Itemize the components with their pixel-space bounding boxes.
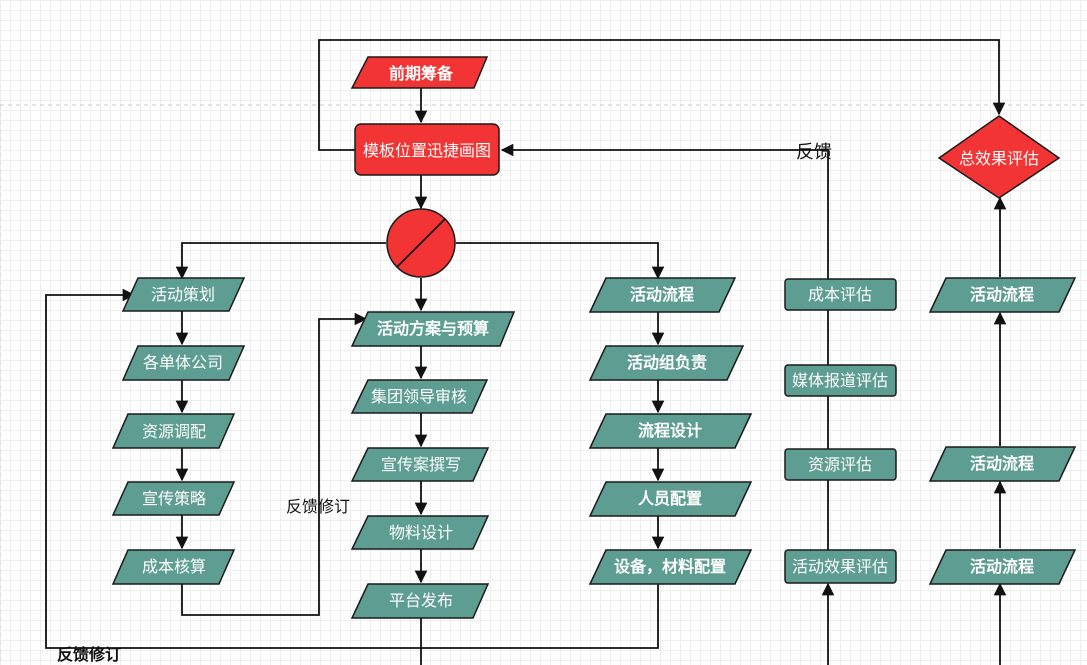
label-feedback-revise-bottom: 反馈修订 (57, 645, 121, 664)
node-right-1[interactable]: 活动组负责 (588, 345, 745, 381)
node-mid-3[interactable]: 物料设计 (350, 515, 490, 550)
node-eval-0[interactable]: 成本评估 (784, 278, 897, 311)
node-eval-1[interactable]: 媒体报道评估 (784, 364, 897, 397)
node-start-label: 前期筹备 (389, 64, 454, 83)
node-mid-2[interactable]: 宣传案撰写 (350, 447, 490, 482)
node-far-0-label: 活动流程 (970, 285, 1034, 304)
node-eval-0-label: 成本评估 (808, 285, 872, 304)
node-mid-1[interactable]: 集团领导审核 (350, 379, 489, 414)
node-left-4-label: 成本核算 (142, 557, 206, 576)
edges (45, 39, 1007, 665)
node-total-evaluation[interactable]: 总效果评估 (937, 115, 1061, 199)
node-far-0[interactable]: 活动流程 (928, 277, 1077, 313)
label-feedback: 反馈 (796, 142, 832, 163)
node-eval-2[interactable]: 资源评估 (784, 448, 897, 481)
node-right-4[interactable]: 设备，材料配置 (588, 549, 753, 585)
node-mid-0-label: 活动方案与预算 (377, 319, 489, 338)
node-left-2-label: 资源调配 (142, 422, 206, 441)
node-mid-4[interactable]: 平台发布 (350, 583, 490, 619)
edge-bottom-feedback (45, 288, 659, 649)
node-right-1-label: 活动组负责 (627, 353, 707, 372)
node-template[interactable]: 模板位置迅捷画图 (354, 123, 500, 176)
node-left-1-label: 各单体公司 (143, 353, 223, 372)
node-right-4-label: 设备，材料配置 (614, 557, 726, 576)
node-far-2[interactable]: 活动流程 (928, 549, 1077, 585)
node-template-label: 模板位置迅捷画图 (363, 141, 491, 160)
node-far-1[interactable]: 活动流程 (928, 446, 1077, 482)
junction-circle[interactable] (386, 208, 456, 278)
node-total-evaluation-label: 总效果评估 (959, 149, 1039, 168)
node-left-3-label: 宣传策略 (142, 489, 206, 508)
node-right-0[interactable]: 活动流程 (588, 277, 737, 313)
label-feedback-revise-middle: 反馈修订 (286, 497, 350, 516)
node-left-0[interactable]: 活动策划 (121, 277, 246, 312)
node-right-3-label: 人员配置 (638, 489, 702, 508)
edge-junction-left (175, 242, 386, 280)
node-mid-0[interactable]: 活动方案与预算 (350, 311, 516, 347)
node-eval-2-label: 资源评估 (808, 455, 872, 474)
node-left-3[interactable]: 宣传策略 (111, 481, 236, 516)
node-mid-3-label: 物料设计 (389, 523, 453, 542)
node-left-0-label: 活动策划 (151, 285, 215, 304)
edge-feedback-to-template (500, 143, 829, 280)
node-eval-1-label: 媒体报道评估 (792, 371, 888, 390)
node-far-1-label: 活动流程 (970, 454, 1034, 473)
node-right-2[interactable]: 流程设计 (588, 413, 753, 449)
node-left-1[interactable]: 各单体公司 (121, 345, 246, 381)
node-right-0-label: 活动流程 (630, 285, 694, 304)
node-left-2[interactable]: 资源调配 (111, 413, 236, 449)
node-mid-4-label: 平台发布 (389, 591, 453, 610)
node-mid-1-label: 集团领导审核 (371, 387, 467, 406)
node-start[interactable]: 前期筹备 (350, 56, 489, 89)
node-eval-3-label: 活动效果评估 (792, 557, 888, 576)
edge-junction-right (456, 242, 665, 280)
node-eval-3[interactable]: 活动效果评估 (784, 549, 897, 584)
node-right-2-label: 流程设计 (638, 421, 702, 440)
node-right-3[interactable]: 人员配置 (588, 481, 753, 517)
node-mid-2-label: 宣传案撰写 (381, 455, 461, 474)
node-left-4[interactable]: 成本核算 (111, 549, 236, 585)
edge-template-to-total (318, 39, 1006, 151)
node-far-2-label: 活动流程 (970, 557, 1034, 576)
edge-cost-to-plan (181, 312, 368, 616)
